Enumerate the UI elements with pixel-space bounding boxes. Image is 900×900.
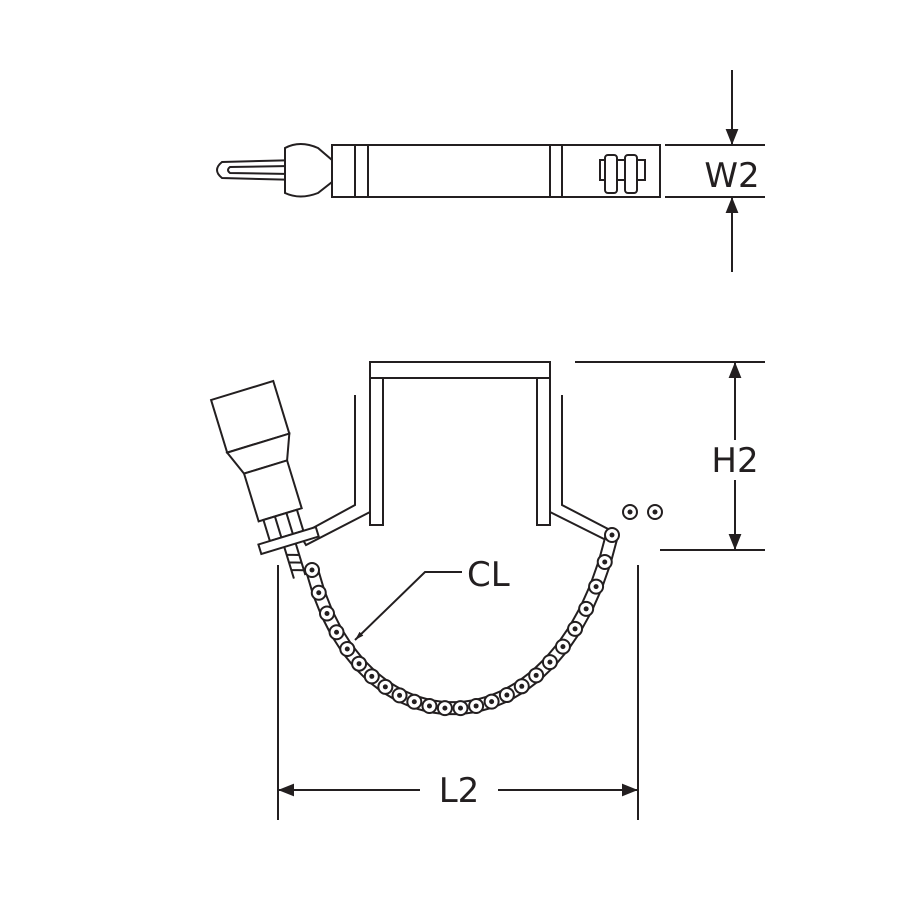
chain-pin (533, 672, 539, 678)
chain-pin (473, 703, 479, 709)
top-view: W2 (216, 70, 765, 272)
chain-pin (609, 532, 615, 538)
chain-pin (593, 584, 599, 590)
chain-end (599, 154, 646, 194)
chain-pin (627, 509, 633, 515)
chain-pin (382, 684, 388, 690)
chain-pin (489, 699, 495, 705)
chain-pin (458, 705, 463, 711)
chain-pin (316, 590, 322, 596)
w2-label: W2 (704, 156, 759, 196)
handle-inner (227, 165, 291, 175)
l2-label: L2 (439, 771, 480, 811)
chain-pin (583, 606, 589, 612)
h2-label: H2 (711, 441, 758, 481)
chain-pin (344, 646, 350, 652)
chain-pin (504, 692, 510, 698)
chain-pin (356, 661, 362, 667)
chain-pin (411, 699, 417, 705)
chain-pin (442, 705, 448, 711)
cl-label: CL (467, 555, 510, 595)
chain-pin (397, 692, 403, 698)
chain-pin (426, 703, 432, 709)
front-view: H2 CL L2 (209, 361, 765, 820)
chain-pin (572, 626, 578, 632)
hex-nut (284, 143, 333, 198)
socket-wrench (209, 379, 320, 579)
chain-pin (334, 629, 340, 635)
bracket-right-leg (536, 378, 612, 542)
chain-pin (652, 509, 658, 515)
chain-pin (324, 611, 330, 617)
chain-pin (547, 659, 553, 665)
chain (304, 504, 663, 717)
chain-pin (369, 673, 375, 679)
chain-pin (309, 567, 315, 573)
bracket-left-leg (298, 378, 384, 547)
handle-tip (216, 158, 301, 182)
bracket-top (369, 361, 551, 379)
cl-leader (354, 571, 462, 641)
chain-pin (602, 559, 608, 565)
chain-pin (519, 683, 525, 689)
chain-pin (560, 644, 566, 650)
